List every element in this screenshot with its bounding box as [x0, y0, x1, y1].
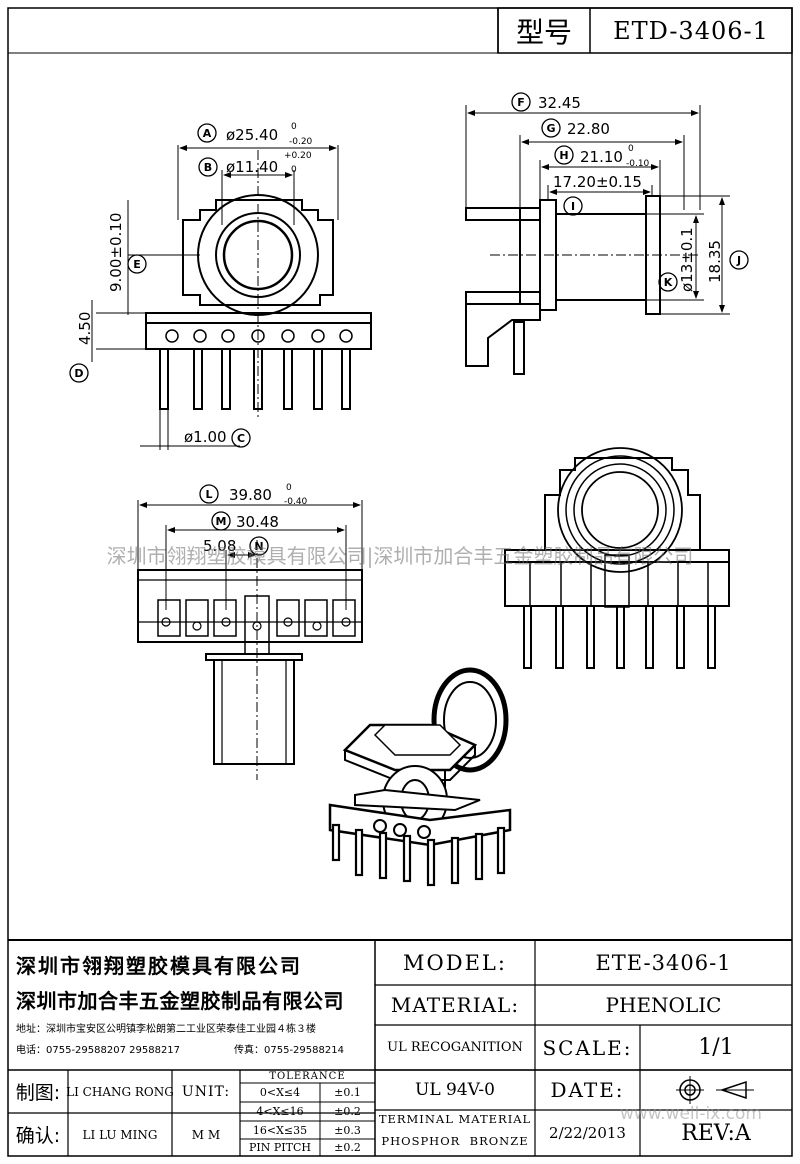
dim-n-marker [249, 536, 269, 556]
tolerance-value-4: ±0.2 [334, 1141, 361, 1154]
dim-d-value: 4.50 [76, 312, 94, 345]
isometric-view [328, 667, 512, 887]
scale-value: 1/1 [698, 1035, 734, 1060]
dimension-labels: A ø25.40 0 -0.20 B ø11.40 +0.20 0 9.00±0… [69, 92, 749, 556]
dim-e-letter: E [133, 258, 141, 271]
dim-e-value: 9.00±0.10 [107, 213, 125, 292]
company-phone: 电话：0755-29588207 29588217 [16, 1045, 181, 1056]
dim-l-letter: L [205, 488, 212, 501]
material-value: PHENOLIC [605, 993, 722, 1017]
dim-h-letter: H [559, 149, 568, 162]
terminal-material-label: TERMINAL MATERIAL [378, 1112, 532, 1126]
confirmed-by-value: LI LU MING [82, 1127, 158, 1142]
type-label: 型号 [515, 15, 572, 49]
dim-j-letter: J [736, 254, 741, 267]
company-name-1: 深圳市翎翔塑胶模具有限公司 [16, 954, 302, 978]
date-label: DATE: [550, 1078, 625, 1102]
dim-c-value: ø1.00 [184, 428, 227, 446]
dim-f-marker [511, 92, 531, 112]
dim-l-tol-lower: -0.40 [284, 497, 308, 507]
terminal-material-value: PHOSPHOR BRONZE [381, 1134, 529, 1148]
model-value: ETE-3406-1 [595, 950, 732, 975]
dim-a-letter: A [203, 127, 212, 140]
dim-h-tol-lower: -0.10 [626, 159, 650, 169]
dim-a-tol-lower: -0.20 [289, 137, 313, 147]
dim-e-marker [127, 254, 147, 274]
unit-value: M M [191, 1127, 221, 1142]
bottom-view-dimensions [137, 500, 363, 780]
side-view-dimensions [465, 105, 730, 315]
dim-b-tol-lower: 0 [291, 165, 297, 175]
dim-m-letter: M [216, 515, 227, 528]
dim-k-value: ø13±0.1 [678, 227, 696, 292]
dim-h-marker [554, 145, 574, 165]
ul-label: UL RECOGANITION [387, 1040, 523, 1055]
tolerance-value-1: ±0.1 [334, 1086, 361, 1099]
dim-b-marker [198, 157, 218, 177]
front-view-dimensions [91, 145, 339, 450]
scale-label: SCALE: [542, 1035, 633, 1060]
type-value: ETD-3406-1 [613, 16, 769, 45]
dim-i-letter: I [571, 200, 575, 213]
dim-f-value: 32.45 [538, 94, 581, 112]
tolerance-range-2: 4<X≤16 [256, 1105, 304, 1118]
projection-symbol-icon [676, 1076, 754, 1104]
company-fax: 传真：0755-29588214 [234, 1045, 344, 1056]
dim-k-marker [658, 272, 678, 292]
dim-c-letter: C [237, 432, 245, 445]
dim-b-tol-upper: +0.20 [284, 151, 312, 161]
date-value: 2/22/2013 [549, 1124, 626, 1142]
dim-n-value: 5.08 [203, 537, 236, 555]
center-watermark: 深圳市翎翔塑胶模具有限公司|深圳市加合丰五金塑胶制品有限公司 [106, 544, 694, 568]
tolerance-range-1: 0<X≤4 [259, 1086, 301, 1099]
url-watermark: www.well-ix.com [620, 1104, 762, 1124]
dim-a-value: ø25.40 [226, 126, 278, 144]
dim-k-letter: K [664, 276, 673, 289]
dim-j-marker [729, 250, 749, 270]
sheet-border [7, 7, 793, 1157]
dim-d-letter: D [74, 367, 83, 380]
model-label: MODEL: [403, 950, 507, 975]
dim-g-value: 22.80 [567, 120, 610, 138]
material-label: MATERIAL: [390, 993, 520, 1017]
bottom-view [137, 569, 363, 765]
unit-label: UNIT: [181, 1083, 231, 1100]
dim-a-marker [197, 123, 217, 143]
dim-l-value: 39.80 [229, 486, 272, 504]
rear-view [504, 447, 730, 669]
dim-m-marker [211, 511, 231, 531]
dim-i-marker [563, 196, 583, 216]
dim-b-value: ø11.40 [226, 158, 278, 176]
tolerance-range-4: PIN PITCH [249, 1141, 311, 1154]
tolerance-value-3: ±0.3 [334, 1123, 361, 1137]
dim-n-letter: N [254, 540, 263, 553]
drawn-by-value: LI CHANG RONG [66, 1084, 174, 1099]
title-block-grid [8, 939, 792, 1156]
dim-i-value: 17.20±0.15 [553, 173, 642, 191]
dim-l-marker [199, 484, 219, 504]
dim-l-tol-upper: 0 [286, 483, 292, 493]
dim-h-tol-upper: 0 [628, 144, 634, 154]
dim-f-letter: F [517, 96, 525, 109]
revision-label: REV:A [681, 1120, 751, 1146]
tolerance-value-2: ±0.2 [334, 1105, 361, 1118]
dim-j-value: 18.35 [706, 240, 724, 283]
dim-b-letter: B [204, 161, 212, 174]
tolerance-range-3: 16<X≤35 [252, 1123, 308, 1137]
tolerance-title: TOLERANCE [269, 1071, 346, 1082]
ul-value: UL 94V-0 [415, 1080, 495, 1100]
dim-g-marker [541, 118, 561, 138]
company-name-2: 深圳市加合丰五金塑胶制品有限公司 [16, 989, 344, 1013]
dim-h-value: 21.10 [580, 148, 623, 166]
dim-c-marker [231, 428, 251, 448]
drawn-by-label: 制图: [15, 1082, 61, 1104]
dim-g-letter: G [546, 122, 555, 135]
dim-m-value: 30.48 [236, 513, 279, 531]
confirmed-by-label: 确认: [15, 1125, 61, 1147]
dim-d-marker [69, 363, 89, 383]
dim-a-tol-upper: 0 [291, 122, 297, 132]
company-address: 地址：深圳市宝安区公明镇李松朗第二工业区荣泰佳工业园４栋３楼 [16, 1024, 316, 1035]
